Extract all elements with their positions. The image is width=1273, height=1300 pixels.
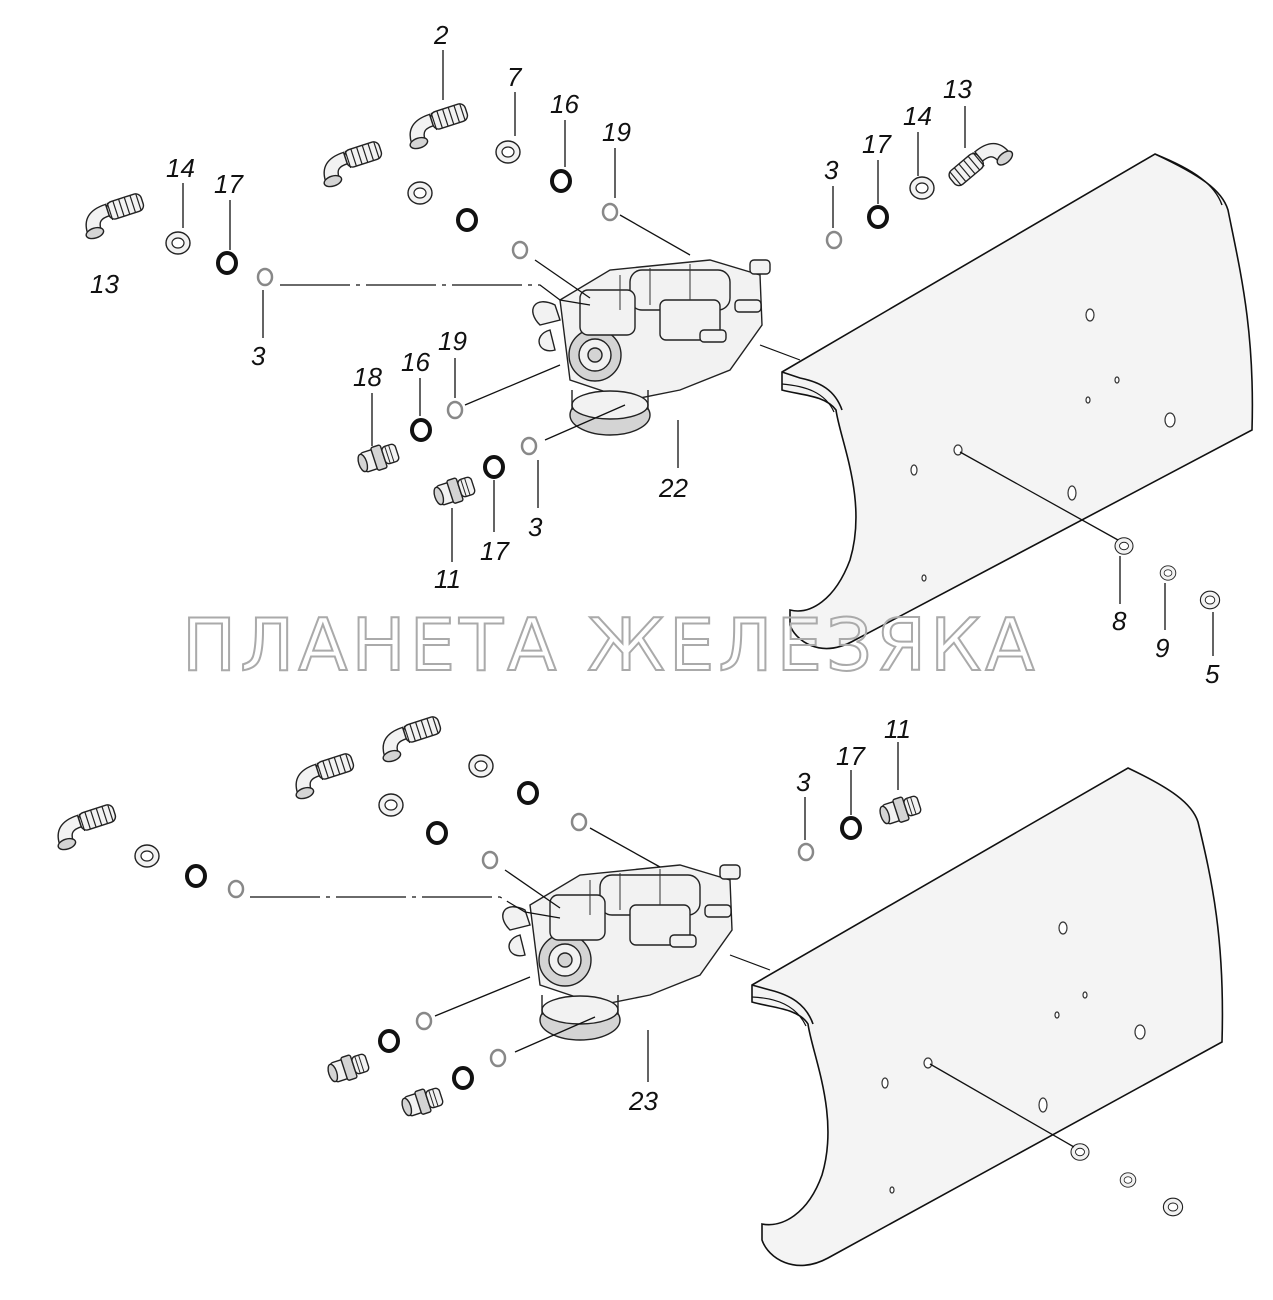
ring-3-bottom <box>797 842 815 862</box>
elbow-fitting-b3 <box>49 802 122 853</box>
label-3-bottom: 3 <box>796 767 811 797</box>
label-11: 11 <box>434 564 461 594</box>
label-13-left: 13 <box>90 269 119 299</box>
ring-unlabeled-2 <box>511 240 529 260</box>
elbow-fitting-b2 <box>287 751 360 802</box>
label-9: 9 <box>1155 633 1169 663</box>
watermark: ПЛАНЕТА ЖЕЛЕЗЯКА <box>182 603 1039 687</box>
label-7: 7 <box>507 62 523 92</box>
ring-b3 <box>570 812 588 832</box>
label-3-low: 3 <box>528 512 543 542</box>
fitting-11 <box>430 472 478 510</box>
brake-valve-22 <box>532 259 771 436</box>
label-2: 2 <box>433 20 449 50</box>
ring-b10 <box>489 1048 507 1068</box>
ring-16 <box>550 169 572 193</box>
label-19-low: 19 <box>438 326 467 356</box>
label-17-bottom: 17 <box>836 741 866 771</box>
label-19: 19 <box>602 117 631 147</box>
washer-b5 <box>1119 1172 1137 1188</box>
elbow-fitting-13-left <box>77 191 150 242</box>
label-13-right: 13 <box>943 74 972 104</box>
ring-17-low <box>483 455 505 479</box>
ring-b7 <box>415 1011 433 1031</box>
label-16-low: 16 <box>401 347 430 377</box>
label-14-right: 14 <box>903 101 932 131</box>
washer-9 <box>1159 565 1177 581</box>
nut-b6 <box>1162 1197 1184 1217</box>
elbow-fitting-13-right <box>945 132 1016 198</box>
nut-b2 <box>378 793 404 817</box>
nut-14-right <box>909 176 935 200</box>
ring-b4 <box>481 850 499 870</box>
label-3-left: 3 <box>251 341 266 371</box>
ring-3-right <box>825 230 843 250</box>
fitting-11-bottom <box>876 791 924 829</box>
ring-19 <box>601 202 619 222</box>
label-18: 18 <box>353 362 382 392</box>
ring-b6 <box>227 879 245 899</box>
ring-17-bottom <box>840 816 862 840</box>
fitting-18 <box>354 439 402 477</box>
nut-5 <box>1199 590 1221 610</box>
ring-b8 <box>378 1029 400 1053</box>
ring-b1 <box>517 781 539 805</box>
label-8: 8 <box>1112 606 1127 636</box>
fitting-b2 <box>324 1049 372 1087</box>
elbow-fitting-2 <box>401 101 474 152</box>
label-5: 5 <box>1205 659 1220 689</box>
ring-3-low <box>520 436 538 456</box>
nut-b1 <box>468 754 494 778</box>
label-16: 16 <box>550 89 579 119</box>
nut-14-left <box>165 231 191 255</box>
label-17-left: 17 <box>214 169 244 199</box>
top-assembly: 2 7 16 19 3 17 14 13 14 17 13 3 18 16 19… <box>77 20 1254 689</box>
label-3-right: 3 <box>824 155 839 185</box>
label-14-left: 14 <box>166 153 195 183</box>
label-11-bottom: 11 <box>884 714 911 744</box>
label-17-right: 17 <box>862 129 892 159</box>
label-23: 23 <box>628 1086 658 1116</box>
ring-b5 <box>185 864 207 888</box>
bottom-assembly: 3 17 11 23 <box>49 714 1224 1267</box>
ring-16-low <box>410 418 432 442</box>
brake-valve-23 <box>502 864 741 1041</box>
elbow-fitting-unlabeled <box>315 139 388 190</box>
top-bracket <box>781 153 1254 650</box>
ring-b2 <box>426 821 448 845</box>
ring-b9 <box>452 1066 474 1090</box>
ring-17-left <box>216 251 238 275</box>
label-17-low: 17 <box>480 536 510 566</box>
label-22: 22 <box>658 473 688 503</box>
ring-17-right <box>867 205 889 229</box>
nut-b3 <box>134 844 160 868</box>
elbow-fitting-b1 <box>374 714 447 765</box>
nut-7 <box>495 140 521 164</box>
ring-3-left <box>256 267 274 287</box>
fitting-b3 <box>398 1083 446 1121</box>
ring-unlabeled-1 <box>456 208 478 232</box>
nut-unlabeled <box>407 181 433 205</box>
bottom-bracket <box>751 767 1224 1267</box>
ring-19-low <box>446 400 464 420</box>
